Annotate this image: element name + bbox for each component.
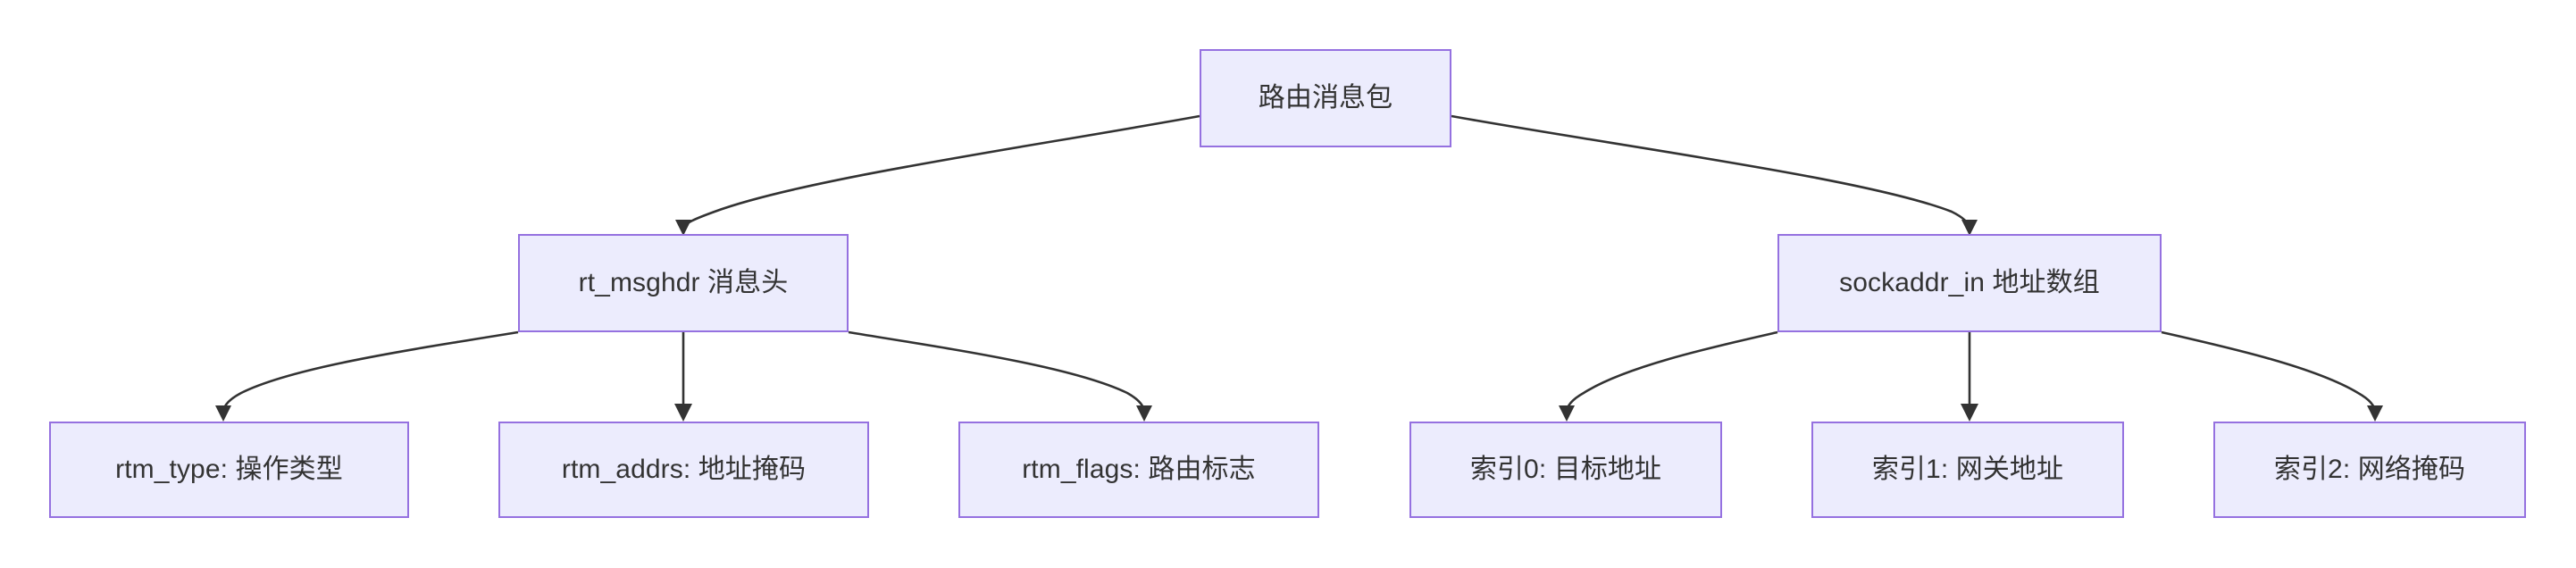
- node-rtm-flags[interactable]: rtm_flags: 路由标志: [958, 422, 1319, 518]
- node-label: 索引2: 网络掩码: [2273, 455, 2466, 484]
- node-rtm-addrs[interactable]: rtm_addrs: 地址掩码: [498, 422, 869, 518]
- node-label: 索引0: 目标地址: [1469, 455, 1662, 484]
- edge-sockaddr-in-to-index0: [1559, 330, 1778, 422]
- arrowhead-icon: [674, 404, 692, 422]
- arrowhead-icon: [2367, 405, 2383, 422]
- node-rtm-type[interactable]: rtm_type: 操作类型: [49, 422, 409, 518]
- node-label: rtm_type: 操作类型: [115, 455, 343, 484]
- node-label: sockaddr_in 地址数组: [1839, 268, 2100, 297]
- arrowhead-icon: [1136, 405, 1152, 422]
- edge-rt-msghdr-to-rtm-type: [215, 330, 519, 422]
- node-label: 路由消息包: [1258, 83, 1393, 113]
- arrowhead-icon: [215, 405, 231, 422]
- arrowhead-icon: [1961, 404, 1978, 422]
- node-label: rtm_flags: 路由标志: [1022, 455, 1256, 484]
- edge-root-to-sockaddr-in: [1451, 114, 1978, 236]
- node-index2-netmask[interactable]: 索引2: 网络掩码: [2213, 422, 2526, 518]
- node-index1-gateway-address[interactable]: 索引1: 网关地址: [1811, 422, 2124, 518]
- node-label: rtm_addrs: 地址掩码: [561, 455, 807, 484]
- edge-sockaddr-in-to-index1: [1961, 332, 1978, 422]
- edge-rt-msghdr-to-rtm-flags: [848, 330, 1152, 422]
- node-label: 索引1: 网关地址: [1871, 455, 2064, 484]
- node-label: rt_msghdr 消息头: [578, 268, 789, 297]
- edge-rt-msghdr-to-rtm-addrs: [674, 332, 692, 422]
- edge-sockaddr-in-to-index2: [2161, 330, 2383, 422]
- node-rt-msghdr[interactable]: rt_msghdr 消息头: [518, 234, 849, 332]
- arrowhead-icon: [1559, 405, 1575, 422]
- node-routing-message-packet[interactable]: 路由消息包: [1200, 49, 1451, 147]
- edge-root-to-rt-msghdr: [675, 114, 1200, 236]
- node-sockaddr-in[interactable]: sockaddr_in 地址数组: [1777, 234, 2162, 332]
- node-index0-destination-address[interactable]: 索引0: 目标地址: [1409, 422, 1722, 518]
